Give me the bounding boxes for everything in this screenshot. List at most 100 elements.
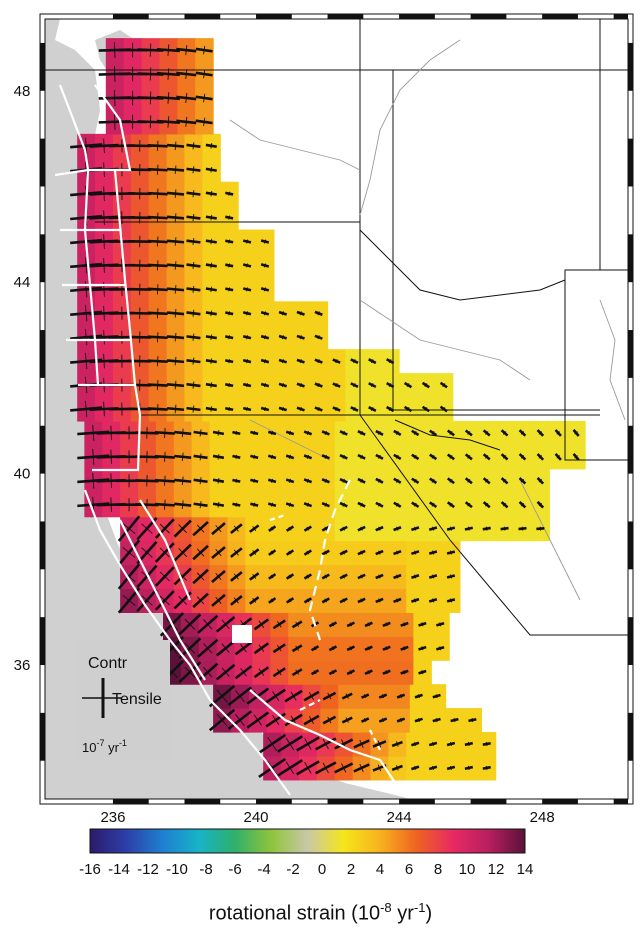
strain-cross-tensile — [276, 645, 282, 652]
frame-tick — [542, 799, 578, 804]
frame-tick — [628, 234, 633, 283]
strain-cross-tensile — [360, 526, 363, 531]
strain-cross-tensile — [360, 550, 363, 555]
strain-cross-tensile — [174, 309, 177, 318]
strain-cross-tensile — [216, 689, 228, 703]
boundaries — [359, 229, 566, 451]
strain-cross-tensile — [414, 550, 417, 555]
strain-cross-tensile — [281, 359, 284, 364]
strain-cross-tensile — [210, 190, 213, 197]
strain-cross-tensile — [159, 571, 170, 582]
strain-cross-tensile — [359, 739, 364, 749]
strain-cross-tensile — [252, 550, 257, 556]
strain-cross-tensile — [215, 525, 222, 533]
strain-cross-tensile — [184, 666, 196, 678]
strain-cross-tensile — [103, 258, 105, 273]
strain-cross-tensile — [299, 359, 302, 364]
strain-cross-tensile — [199, 429, 202, 437]
colorbar-tick-label: -16 — [79, 861, 101, 878]
strain-cross-tensile — [217, 477, 220, 484]
frame-tick — [256, 799, 292, 804]
frame-tick — [628, 42, 633, 91]
strain-cross-tensile — [538, 479, 543, 483]
strain-cross-tensile — [264, 359, 266, 364]
strain-cross-tensile — [235, 502, 238, 507]
strain-cross-tensile — [156, 403, 159, 415]
strain-cross-tensile — [217, 454, 220, 460]
strain-cross-tensile — [290, 691, 297, 701]
colorbar-title: rotational strain (10-8 yr-1) — [208, 900, 433, 925]
strain-cross-tensile — [403, 646, 406, 651]
strain-cross-tensile — [308, 692, 314, 701]
frame-tick — [399, 799, 435, 804]
strain-cross-tensile — [210, 262, 213, 269]
strain-cross-tensile — [114, 42, 116, 59]
strain-cross-tensile — [178, 524, 188, 534]
strain-cross-tensile — [388, 407, 392, 411]
strain-cross-tensile — [252, 573, 257, 579]
strain-cross-tensile — [281, 335, 284, 340]
frame-tick — [184, 14, 221, 19]
strain-cross-tensile — [103, 186, 105, 201]
strain-cross-tensile — [324, 574, 328, 579]
strain-cross-tensile — [467, 454, 471, 459]
strain-cross-tensile — [246, 239, 248, 244]
strain-cross-tensile — [167, 44, 170, 56]
strain-cross-tensile — [174, 237, 177, 246]
strain-cross-tensile — [92, 448, 95, 465]
strain-cross-tensile — [353, 406, 356, 412]
frame-tick — [40, 521, 45, 570]
strain-cross-tensile — [228, 215, 231, 220]
strain-cross-tensile — [317, 359, 320, 364]
strain-cross-tensile — [235, 478, 238, 483]
lat-tick-label: 48 — [14, 83, 31, 100]
lon-tick-label: 236 — [100, 809, 125, 826]
strain-cross-tensile — [313, 670, 317, 675]
strain-cross-tensile — [388, 359, 392, 364]
strain-cross-tensile — [324, 526, 328, 531]
strain-cross-tensile — [178, 548, 188, 557]
strain-cross-tensile — [246, 263, 248, 268]
strain-cross-tensile — [210, 166, 213, 173]
strain-cross-tensile — [295, 669, 299, 675]
strain-cross-tensile — [270, 526, 274, 531]
strain-cross-tensile — [406, 407, 410, 411]
strain-cross-tensile — [421, 670, 424, 675]
strain-cross-tensile — [281, 311, 284, 316]
colorbar-tick-label: 12 — [488, 861, 505, 878]
strain-cross-tensile — [413, 430, 417, 435]
fault-lines — [54, 84, 401, 796]
strain-cross-tensile — [203, 643, 213, 654]
strain-cross-tensile — [110, 449, 112, 465]
strain-cross-tensile — [228, 406, 231, 412]
strain-cross-tensile — [450, 765, 452, 770]
lat-tick-label: 44 — [14, 274, 31, 291]
strain-cross-tensile — [215, 596, 222, 604]
strain-cross-tensile — [246, 359, 248, 364]
strain-cross-tensile — [122, 523, 136, 535]
strain-cross-tensile — [264, 335, 266, 340]
strain-cross-tensile — [192, 214, 195, 222]
strain-cross-tensile — [306, 598, 310, 603]
strain-cross-tensile — [306, 574, 310, 579]
strain-cross-tensile — [381, 694, 385, 699]
colorbar-tick-label: 14 — [517, 861, 534, 878]
strain-cross-tensile — [396, 574, 399, 579]
frame-tick — [40, 617, 45, 666]
strain-cross-tensile — [270, 550, 274, 555]
strain-cross-tensile — [103, 306, 105, 321]
strain-cross-tensile — [467, 431, 471, 435]
strain-cross-tensile — [174, 141, 177, 151]
strain-cross-tensile — [203, 667, 213, 678]
strain-cross-tensile — [485, 431, 489, 435]
strain-cross-tensile — [324, 430, 327, 435]
strain-cross-tensile — [367, 622, 370, 627]
strain-cross-tensile — [424, 383, 428, 387]
frame-tick — [40, 425, 45, 474]
strain-cross-tensile — [413, 454, 417, 459]
white-patch — [232, 625, 252, 643]
strain-cross-tensile — [228, 311, 231, 316]
strain-cross-tensile — [414, 598, 417, 603]
strain-cross-tensile — [349, 622, 353, 627]
strain-cross-tensile — [414, 765, 417, 770]
